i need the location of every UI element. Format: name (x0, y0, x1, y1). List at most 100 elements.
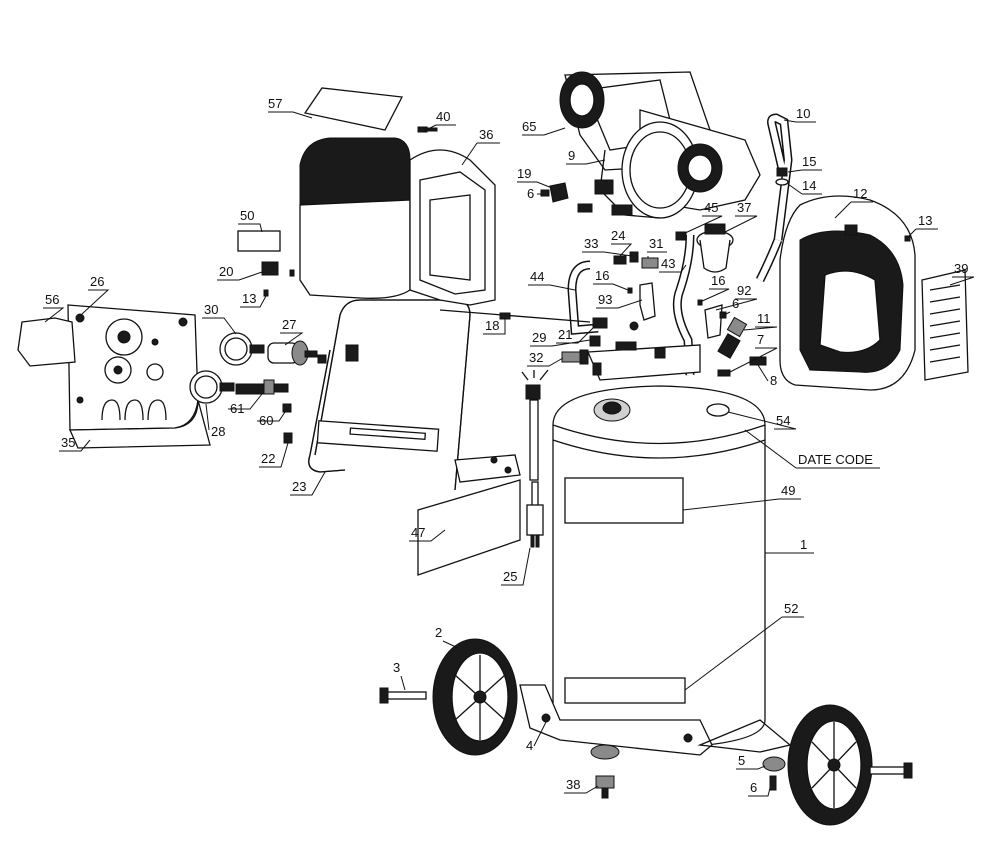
foot-screw (769, 775, 777, 791)
callout-22: 22 (261, 451, 275, 466)
callout-date-code: DATE CODE (798, 452, 873, 467)
callout-56: 56 (45, 292, 59, 307)
callout-11: 11 (757, 311, 771, 326)
right-shroud (779, 195, 916, 391)
callout-47: 47 (411, 525, 425, 540)
screw-16b (697, 299, 703, 306)
fitting-24 (613, 255, 627, 265)
fitting-21 (592, 317, 608, 329)
callout-33: 33 (584, 236, 598, 251)
callout-93: 93 (598, 292, 612, 307)
callout-5: 5 (738, 753, 745, 768)
callout-44: 44 (530, 269, 544, 284)
nut-7 (717, 369, 731, 377)
regulator-27 (267, 340, 327, 366)
callout-38: 38 (566, 777, 580, 792)
callout-43: 43 (661, 256, 675, 271)
label-57 (303, 87, 404, 131)
callout-57: 57 (268, 96, 282, 111)
screw-13b (263, 289, 269, 297)
callout-6-bottom: 6 (750, 780, 757, 795)
axle-bolt-left (379, 687, 427, 704)
callout-54: 54 (776, 413, 790, 428)
screw-40 (417, 126, 438, 133)
callout-26: 26 (90, 274, 104, 289)
callout-2: 2 (435, 625, 442, 640)
callout-37: 37 (737, 200, 751, 215)
right-wheel (787, 704, 873, 826)
callout-92: 92 (737, 283, 751, 298)
callout-14: 14 (802, 178, 816, 193)
ring-14 (775, 178, 789, 186)
callout-6-top: 6 (527, 186, 534, 201)
callout-3: 3 (393, 660, 400, 675)
fitting-45 (675, 231, 687, 241)
bracket-93 (639, 282, 656, 321)
callout-1: 1 (800, 537, 807, 552)
label-47 (417, 479, 521, 576)
knob-19 (540, 182, 569, 203)
axle-bolt-right (869, 762, 913, 779)
callout-16-left: 16 (595, 268, 609, 283)
part-9-clip (577, 203, 593, 213)
callout-15: 15 (802, 154, 816, 169)
air-tank (552, 385, 766, 760)
control-panel (67, 304, 211, 449)
callout-7: 7 (757, 332, 764, 347)
callout-65: 65 (522, 119, 536, 134)
fitting-33 (629, 251, 639, 263)
gauge-30 (219, 332, 265, 366)
callout-18: 18 (485, 318, 499, 333)
callout-28: 28 (211, 424, 225, 439)
callout-35: 35 (61, 435, 75, 450)
callout-6-mid: 6 (732, 296, 739, 311)
callout-12: 12 (853, 186, 867, 201)
callout-10: 10 (796, 106, 810, 121)
callout-8: 8 (770, 373, 777, 388)
nut-6a (719, 311, 727, 319)
callout-29: 29 (532, 330, 546, 345)
callout-13-right: 13 (918, 213, 932, 228)
callout-23: 23 (292, 479, 306, 494)
drain-valve (595, 775, 615, 799)
coupler-61 (235, 379, 289, 395)
screw-22 (283, 432, 293, 444)
callout-25: 25 (503, 569, 517, 584)
grille-39 (921, 269, 969, 381)
safety-valve-60 (282, 403, 292, 413)
clip-92 (704, 304, 723, 339)
callout-20: 20 (219, 264, 233, 279)
callout-19: 19 (517, 166, 531, 181)
air-filter-37 (696, 223, 734, 273)
callout-16-right: 16 (711, 273, 725, 288)
callout-31: 31 (649, 236, 663, 251)
callout-39: 39 (954, 261, 968, 276)
fitting-29 (589, 335, 601, 347)
tank-manifold (587, 341, 701, 381)
handle-frame (308, 299, 521, 491)
label-49-area (564, 477, 684, 524)
gauge-28 (189, 370, 235, 404)
check-valve-31 (641, 257, 659, 269)
left-shroud (299, 137, 496, 306)
coupler-11 (717, 316, 748, 359)
callout-52: 52 (784, 601, 798, 616)
label-50 (237, 230, 281, 252)
callout-49: 49 (781, 483, 795, 498)
rubber-foot (762, 756, 786, 772)
callout-45: 45 (704, 200, 718, 215)
label-52-area (564, 677, 686, 704)
callouts: 57 40 36 65 9 19 6 10 15 14 12 13 45 37 … (43, 96, 975, 797)
decal-56 (17, 317, 76, 367)
nut-15 (776, 167, 788, 177)
callout-30: 30 (204, 302, 218, 317)
callout-9: 9 (568, 148, 575, 163)
callout-21: 21 (558, 327, 572, 342)
callout-40: 40 (436, 109, 450, 124)
motor-pump-assembly (559, 71, 761, 219)
callout-50: 50 (240, 208, 254, 223)
screw-16a (627, 287, 633, 294)
pressure-switch (261, 261, 279, 276)
